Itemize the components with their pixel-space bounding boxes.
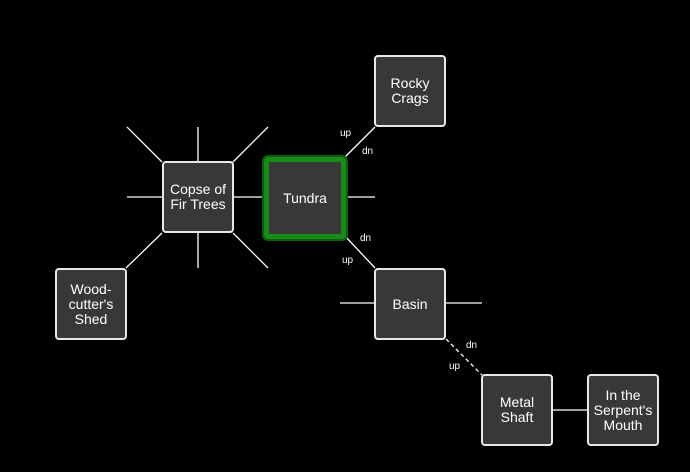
room-label: In the Serpent's Mouth — [593, 386, 653, 433]
exit-label-dn: dn — [466, 340, 478, 351]
room-label: Wood- cutter's Shed — [68, 280, 114, 327]
room-label: Copse of Fir Trees — [169, 181, 227, 212]
exit-line — [344, 235, 376, 269]
exit-line — [344, 126, 376, 158]
exit-line — [125, 232, 163, 269]
room-metal-shaft[interactable]: Metal Shaft — [481, 374, 553, 446]
exit-label-dn: dn — [360, 233, 372, 244]
exit-label-dn: dn — [362, 146, 374, 157]
room-serpents-mouth[interactable]: In the Serpent's Mouth — [587, 374, 659, 446]
room-woodcutters-shed[interactable]: Wood- cutter's Shed — [55, 268, 127, 340]
exit-stub — [232, 126, 269, 163]
exit-label-up: up — [449, 361, 461, 372]
room-label: Tundra — [283, 189, 327, 206]
exit-stub — [232, 232, 269, 269]
room-label: Metal Shaft — [499, 394, 535, 425]
exit-line-dashed — [445, 338, 483, 376]
room-tundra-current[interactable]: Tundra — [262, 155, 348, 241]
room-copse-of-fir-trees[interactable]: Copse of Fir Trees — [162, 161, 234, 233]
room-label: Rocky Crags — [390, 75, 430, 106]
exit-label-up: up — [340, 128, 352, 139]
exit-label-up: up — [342, 255, 354, 266]
room-label: Basin — [392, 295, 428, 312]
room-basin[interactable]: Basin — [374, 268, 446, 340]
exit-stub — [126, 126, 163, 163]
room-rocky-crags[interactable]: Rocky Crags — [374, 55, 446, 127]
